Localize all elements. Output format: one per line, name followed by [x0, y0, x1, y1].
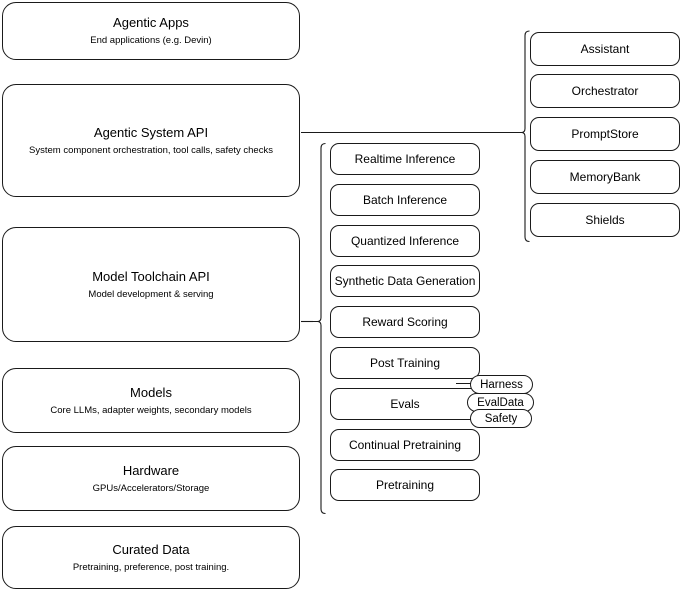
layer-title: Agentic System API [93, 124, 209, 140]
bracket-toolchain-components-lower [313, 320, 326, 515]
chip-label: Post Training [369, 355, 441, 370]
bracket-agentic-components-lower [517, 131, 530, 243]
chip-label: Synthetic Data Generation [334, 273, 476, 288]
badge-label: Harness [480, 378, 523, 391]
layer-subtitle: Pretraining, preference, post training. [72, 561, 230, 573]
chip-label: PromptStore [571, 126, 639, 141]
toolchain-chip-continual-pretraining[interactable]: Continual Pretraining [330, 429, 480, 461]
layer-card-agentic-apps[interactable]: Agentic Apps End applications (e.g. Devi… [2, 2, 300, 60]
chip-label: Evals [390, 396, 420, 411]
layer-card-agentic-system-api[interactable]: Agentic System API System component orch… [2, 84, 300, 197]
chip-label: Realtime Inference [354, 151, 456, 166]
layer-card-curated-data[interactable]: Curated Data Pretraining, preference, po… [2, 526, 300, 589]
chip-label: Continual Pretraining [348, 437, 462, 452]
evals-badge-harness[interactable]: Harness [470, 375, 533, 394]
layer-subtitle: End applications (e.g. Devin) [90, 35, 212, 46]
layer-subtitle: Model development & serving [88, 288, 214, 300]
layer-card-model-toolchain-api[interactable]: Model Toolchain API Model development & … [2, 227, 300, 342]
toolchain-chip-reward-scoring[interactable]: Reward Scoring [330, 306, 480, 338]
toolchain-chip-batch-inference[interactable]: Batch Inference [330, 184, 480, 216]
layer-card-hardware[interactable]: Hardware GPUs/Accelerators/Storage [2, 446, 300, 511]
toolchain-chip-quantized-inference[interactable]: Quantized Inference [330, 225, 480, 257]
layer-subtitle: System component orchestration, tool cal… [29, 144, 273, 156]
toolchain-chip-synthetic-data-generation[interactable]: Synthetic Data Generation [330, 265, 480, 297]
agentic-chip-assistant[interactable]: Assistant [530, 32, 680, 66]
agentic-chip-orchestrator[interactable]: Orchestrator [530, 74, 680, 108]
layer-subtitle: Core LLMs, adapter weights, secondary mo… [50, 404, 252, 416]
chip-label: MemoryBank [569, 169, 641, 184]
layer-title: Models [130, 384, 172, 400]
toolchain-chip-pretraining[interactable]: Pretraining [330, 469, 480, 501]
chip-label: Shields [585, 212, 625, 227]
layer-card-models[interactable]: Models Core LLMs, adapter weights, secon… [2, 368, 300, 433]
agentic-chip-shields[interactable]: Shields [530, 203, 680, 237]
chip-label: Assistant [580, 41, 630, 56]
layer-title: Agentic Apps [113, 15, 189, 30]
toolchain-chip-evals[interactable]: Evals [330, 388, 480, 420]
layer-title: Hardware [122, 462, 180, 478]
chip-label: Batch Inference [362, 192, 448, 207]
badge-label: EvalData [477, 396, 524, 409]
chip-label: Quantized Inference [350, 233, 460, 248]
agentic-chip-memorybank[interactable]: MemoryBank [530, 160, 680, 194]
badge-label: Safety [484, 412, 518, 425]
layer-title: Curated Data [112, 541, 190, 557]
evals-badge-safety[interactable]: Safety [470, 409, 532, 428]
chip-label: Orchestrator [571, 83, 639, 98]
chip-label: Reward Scoring [362, 314, 448, 329]
layer-subtitle: GPUs/Accelerators/Storage [92, 482, 210, 494]
agentic-chip-promptstore[interactable]: PromptStore [530, 117, 680, 151]
bracket-agentic-components [517, 30, 530, 134]
toolchain-chip-realtime-inference[interactable]: Realtime Inference [330, 143, 480, 175]
bracket-toolchain-components-upper [313, 142, 326, 323]
toolchain-chip-post-training[interactable]: Post Training [330, 347, 480, 379]
chip-label: Pretraining [375, 477, 435, 492]
layer-title: Model Toolchain API [92, 268, 210, 284]
evals-badge-evaldata[interactable]: EvalData [467, 393, 534, 412]
